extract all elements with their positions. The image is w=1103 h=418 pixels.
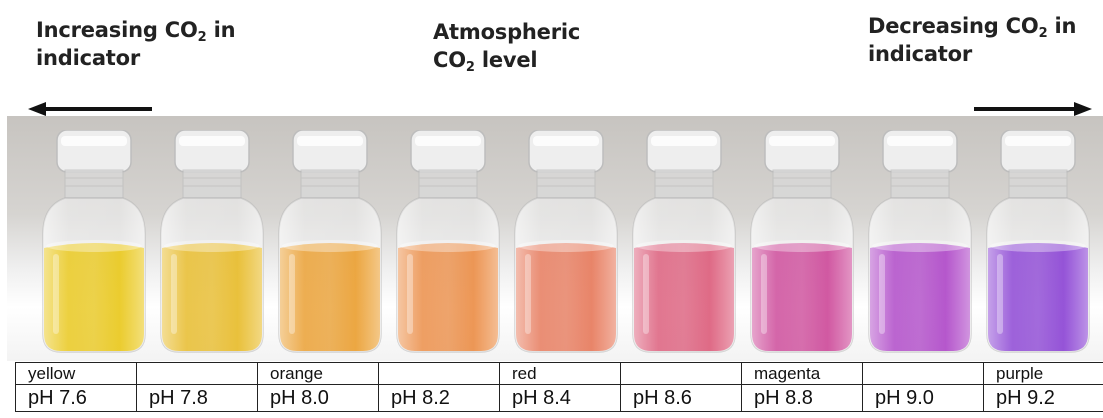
indicator-vial xyxy=(153,130,271,356)
indicator-vial xyxy=(35,130,153,356)
arrow-right-icon xyxy=(974,102,1092,116)
ph-value-cell: pH 8.0 xyxy=(257,384,379,412)
indicator-vial xyxy=(271,130,389,356)
atmospheric-co2-line1: Atmospheric xyxy=(433,20,581,44)
color-name-cell: yellow xyxy=(15,362,137,385)
color-name-cell xyxy=(378,362,500,385)
color-name-cell: orange xyxy=(257,362,379,385)
indicator-vial xyxy=(507,130,625,356)
ph-value-cell: pH 8.8 xyxy=(741,384,863,412)
increasing-co2-line1: Increasing CO2 in xyxy=(36,18,236,45)
increasing-co2-label: Increasing CO2 in indicator xyxy=(36,16,236,72)
color-name-cell: purple xyxy=(983,362,1103,385)
color-name-cell xyxy=(862,362,984,385)
indicator-vial xyxy=(979,130,1097,356)
color-name-cell xyxy=(620,362,742,385)
ph-value-cell: pH 8.6 xyxy=(620,384,742,412)
indicator-vial xyxy=(625,130,743,356)
ph-value-cell: pH 7.6 xyxy=(15,384,137,412)
color-name-cell: red xyxy=(499,362,621,385)
indicator-vial xyxy=(861,130,979,356)
decreasing-co2-label: Decreasing CO2 in indicator xyxy=(868,12,1076,68)
atmospheric-co2-label: Atmospheric CO2 level xyxy=(433,18,580,74)
indicator-vials-photo xyxy=(7,116,1103,361)
increasing-co2-line2: indicator xyxy=(36,46,141,70)
ph-value-cell: pH 9.2 xyxy=(983,384,1103,412)
ph-value-cell: pH 9.0 xyxy=(862,384,984,412)
decreasing-co2-line1: Decreasing CO2 in xyxy=(868,14,1077,41)
atmospheric-co2-line2: CO2 level xyxy=(433,48,538,75)
color-name-cell: magenta xyxy=(741,362,863,385)
indicator-vial xyxy=(389,130,507,356)
arrow-left-icon xyxy=(28,102,152,116)
color-name-row: yellow orange red magenta purple xyxy=(15,362,1103,385)
indicator-vial xyxy=(743,130,861,356)
ph-value-cell: pH 8.4 xyxy=(499,384,621,412)
ph-value-cell: pH 8.2 xyxy=(378,384,500,412)
color-name-cell xyxy=(136,362,258,385)
decreasing-co2-line2: indicator xyxy=(868,42,973,66)
ph-value-cell: pH 7.8 xyxy=(136,384,258,412)
